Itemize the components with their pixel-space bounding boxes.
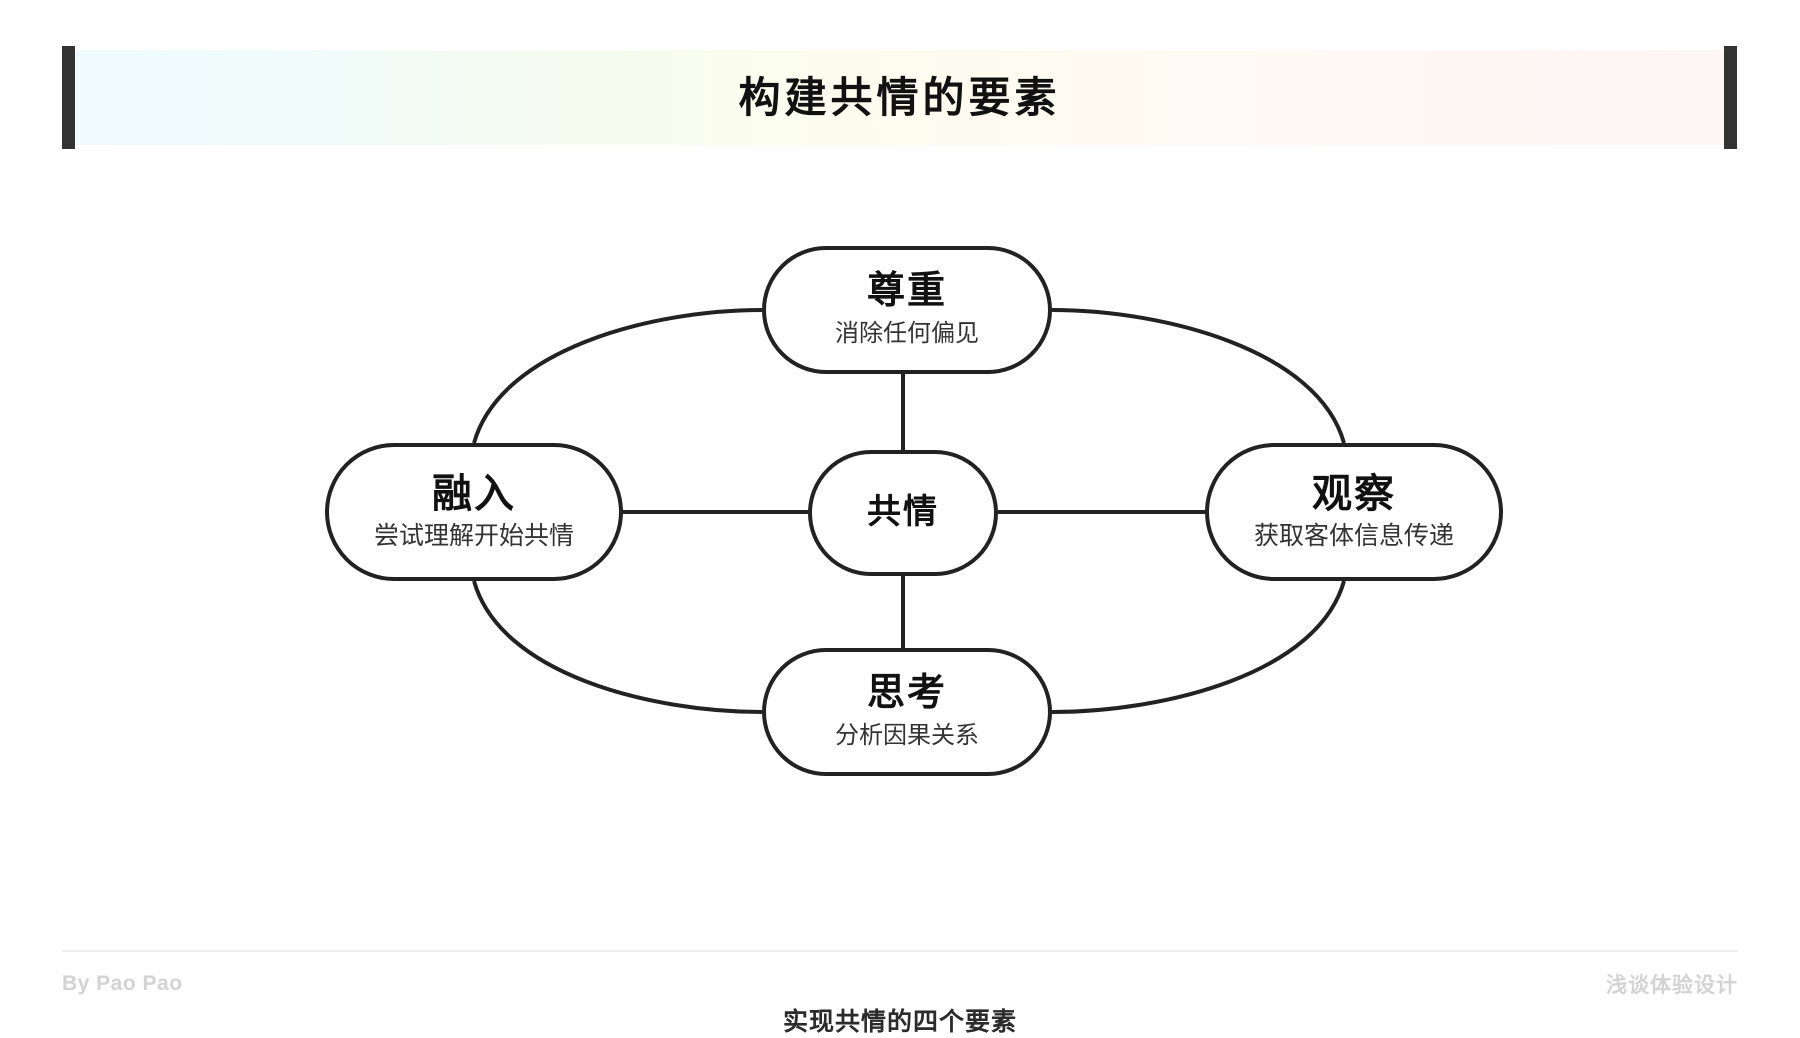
node-observe-title: 观察 [1312, 472, 1396, 517]
node-immerse-subtitle: 尝试理解开始共情 [373, 522, 574, 551]
diagram-caption: 实现共情的四个要素 [782, 1008, 1017, 1036]
footer-author: By Pao Pao [62, 972, 183, 995]
page-header: 构建共情的要素 [0, 46, 1800, 149]
node-empathy-center-title: 共情 [867, 493, 939, 532]
edge-bottom-right-arc [1051, 580, 1346, 714]
node-immerse-title: 融入 [432, 472, 516, 517]
node-respect-subtitle: 消除任何偏见 [835, 320, 979, 348]
header-gradient-band: 构建共情的要素 [75, 50, 1724, 145]
node-think-subtitle: 分析因果关系 [835, 722, 979, 750]
empathy-diagram: 尊重 消除任何偏见 融入 尝试理解开始共情 观察 获取客体信息传递 思考 分析因… [0, 150, 1800, 1036]
edge-top-right-arc [1051, 308, 1346, 444]
node-respect-title: 尊重 [866, 270, 947, 313]
node-observe-subtitle: 获取客体信息传递 [1253, 522, 1454, 551]
page-footer: By Pao Pao 浅谈体验设计 [62, 962, 1738, 1006]
header-accent-bar-left [62, 46, 75, 149]
footer-divider [62, 950, 1738, 952]
diagram-connector-lines [472, 308, 1346, 714]
page-title: 构建共情的要素 [738, 73, 1061, 121]
node-observe[interactable]: 观察 获取客体信息传递 [1205, 443, 1503, 581]
node-think[interactable]: 思考 分析因果关系 [762, 648, 1052, 776]
node-empathy-center[interactable]: 共情 [808, 450, 998, 576]
edge-top-left-arc [472, 308, 763, 444]
footer-brand: 浅谈体验设计 [1606, 974, 1738, 997]
node-respect[interactable]: 尊重 消除任何偏见 [762, 246, 1052, 374]
header-accent-bar-right [1724, 46, 1737, 149]
edge-bottom-left-arc [472, 580, 763, 714]
node-immerse[interactable]: 融入 尝试理解开始共情 [325, 443, 623, 581]
node-think-title: 思考 [866, 672, 947, 715]
